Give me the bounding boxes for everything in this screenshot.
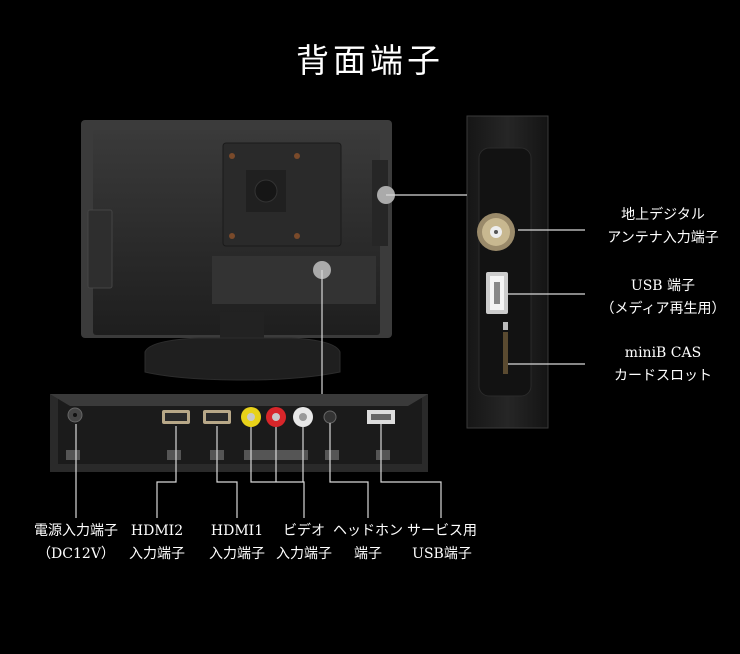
label-video: ビデオ 入力端子 [276, 523, 332, 562]
label-headphone: ヘッドホン 端子 [333, 523, 403, 562]
bottom-panel-detail [50, 394, 428, 472]
hdmi1-port-icon [203, 410, 231, 424]
page-title: 背面端子 [296, 41, 444, 80]
service-usb-port-icon [367, 410, 395, 424]
label-hdmi1: HDMI1 入力端子 [209, 523, 265, 562]
rca-yellow-icon [241, 407, 261, 427]
headphone-jack-icon [323, 410, 337, 424]
antenna-connector-icon [477, 213, 515, 251]
usb-port-icon [486, 272, 508, 314]
label-dc-input: 電源入力端子 （DC12V） [34, 523, 118, 562]
label-service-usb: サービス用 USB端子 [407, 523, 477, 562]
rca-white-icon [293, 407, 313, 427]
label-antenna-input: 地上デジタル アンテナ入力端子 [607, 207, 719, 246]
label-usb-media: USB 端子 （メディア再生用） [600, 278, 726, 317]
tv-back [81, 120, 395, 381]
cas-slot-icon [503, 322, 508, 374]
dc-jack-icon [67, 407, 83, 423]
label-hdmi2: HDMI2 入力端子 [129, 523, 185, 562]
rca-red-icon [266, 407, 286, 427]
label-cas-slot: miniB CAS カードスロット [614, 345, 712, 384]
leader-lines [75, 194, 585, 518]
side-panel-detail [466, 115, 549, 429]
hdmi2-port-icon [162, 410, 190, 424]
